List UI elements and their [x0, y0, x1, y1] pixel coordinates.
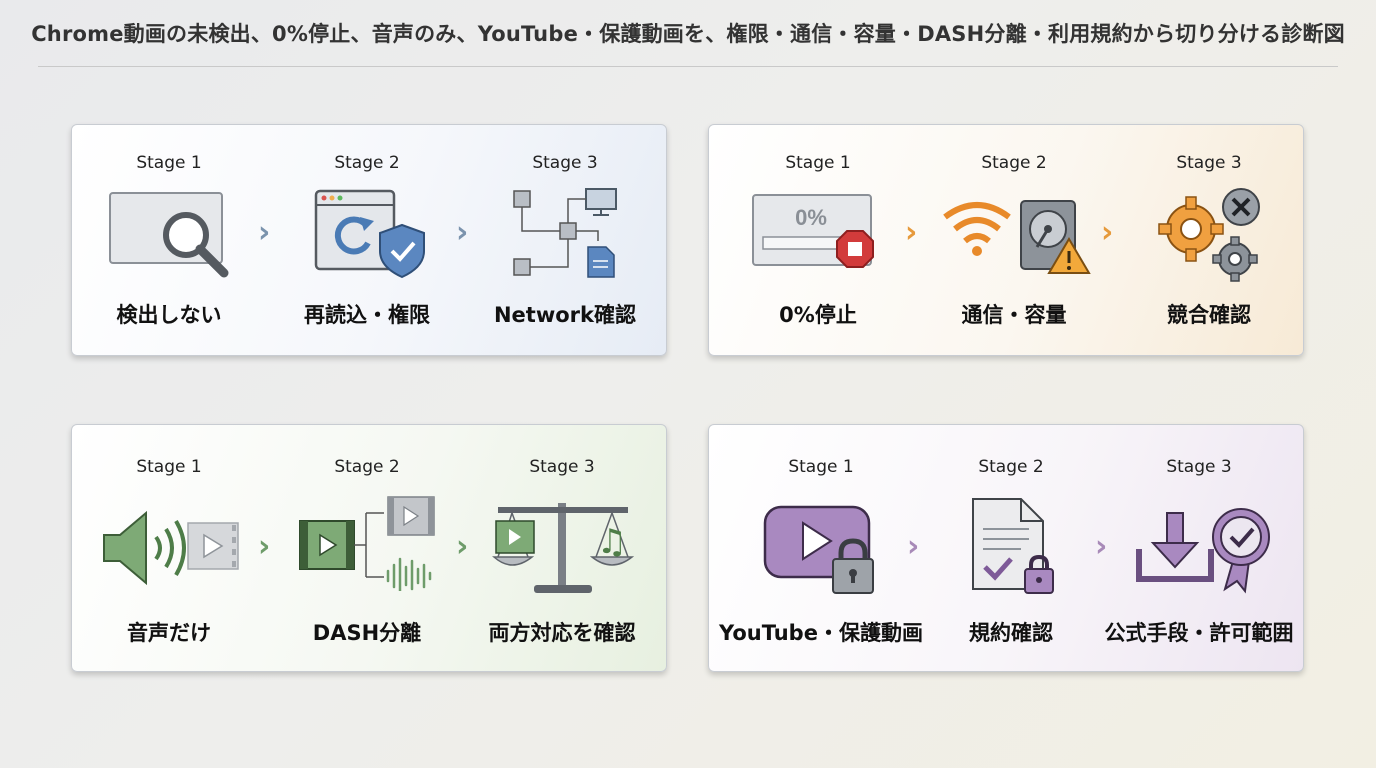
- step-label: DASH分離: [312, 621, 422, 645]
- step-label: 通信・容量: [961, 303, 1067, 327]
- chevron-right-icon: ›: [1101, 215, 1114, 250]
- chevron-right-icon: ›: [907, 529, 920, 564]
- stage-label: Stage 1: [788, 457, 854, 477]
- stage-label: Stage 1: [136, 153, 202, 173]
- page-title: Chrome動画の未検出、0%停止、音声のみ、YouTube・保護動画を、権限・…: [31, 22, 1345, 46]
- svg-text:♫: ♫: [597, 522, 627, 562]
- dash-split-icon: [299, 496, 435, 591]
- stage-label: Stage 2: [334, 153, 400, 173]
- wifi-disk-warning-icon: [943, 200, 1091, 274]
- step-label: 競合確認: [1167, 303, 1251, 327]
- gears-conflict-icon: [1158, 188, 1260, 282]
- speaker-video-icon: [103, 510, 239, 586]
- title-divider: [38, 66, 1338, 67]
- browser-refresh-shield-icon: [314, 189, 425, 279]
- stage-label: Stage 2: [981, 153, 1047, 173]
- panel-protected-video: Stage 1 Stage 2 Stage 3 › › YouTube・保護動画…: [708, 424, 1304, 672]
- panel-zero-percent-stop: Stage 1 Stage 2 Stage 3 0% › ›: [708, 124, 1304, 356]
- step-label: 0%停止: [779, 303, 857, 327]
- step-label: YouTube・保護動画: [719, 621, 923, 645]
- stage-label: Stage 3: [1176, 153, 1242, 173]
- stage-label: Stage 1: [785, 153, 851, 173]
- progress-stopped-icon: 0%: [752, 194, 874, 268]
- stage-label: Stage 3: [529, 457, 595, 477]
- step-label: 再読込・権限: [304, 303, 430, 327]
- network-flow-icon: [513, 188, 617, 278]
- chevron-right-icon: ›: [1095, 529, 1108, 564]
- chevron-right-icon: ›: [905, 215, 918, 250]
- locked-video-icon: [763, 505, 874, 594]
- chevron-right-icon: ›: [456, 215, 469, 250]
- download-certified-icon: [1136, 508, 1270, 594]
- chevron-right-icon: ›: [258, 529, 271, 564]
- step-label: 公式手段・許可範囲: [1104, 621, 1294, 645]
- panel-audio-only: Stage 1 Stage 2 Stage 3 › ›: [71, 424, 667, 672]
- step-label: 検出しない: [116, 303, 222, 327]
- chevron-right-icon: ›: [258, 215, 271, 250]
- progress-percent-text: 0%: [795, 205, 827, 230]
- balance-scale-icon: ♫: [492, 503, 634, 593]
- panel-detection: Stage 1 Stage 2 Stage 3 › › 検出しない 再読込・権限…: [71, 124, 667, 356]
- screen-magnifier-icon: [109, 192, 229, 278]
- stage-label: Stage 1: [136, 457, 202, 477]
- stage-label: Stage 2: [334, 457, 400, 477]
- stage-label: Stage 3: [532, 153, 598, 173]
- chevron-right-icon: ›: [456, 529, 469, 564]
- step-label: 両方対応を確認: [488, 621, 636, 645]
- step-label: 規約確認: [969, 621, 1053, 645]
- step-label: 音声だけ: [127, 621, 211, 645]
- stage-label: Stage 3: [1166, 457, 1232, 477]
- step-label: Network確認: [493, 303, 636, 327]
- document-lock-icon: [972, 498, 1054, 594]
- stage-label: Stage 2: [978, 457, 1044, 477]
